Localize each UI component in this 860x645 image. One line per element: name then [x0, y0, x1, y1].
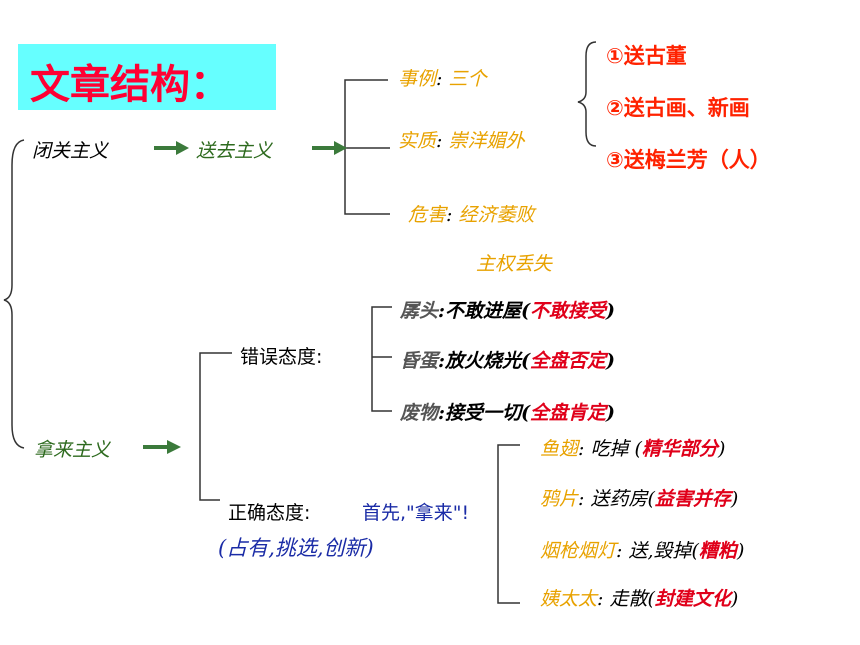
- wrong-item-2: 昏蛋:放火烧光(全盘否定): [400, 346, 615, 373]
- right-key: 烟枪烟灯: [540, 540, 617, 562]
- close-paren: ): [736, 540, 745, 562]
- right-meaning: 精华部分: [641, 438, 718, 460]
- wrong-item-1: 孱头:不敢进屋(不敢接受): [400, 296, 615, 323]
- wrong-who: 昏蛋: [400, 350, 439, 372]
- colon: :: [597, 588, 604, 610]
- branch-harm: 危害: 经济萎败: [408, 200, 534, 227]
- wrong-action: 放火烧光(: [445, 350, 531, 372]
- colon: :: [438, 402, 446, 424]
- colon: :: [438, 300, 446, 322]
- examples-key: 事例: [398, 68, 437, 90]
- right-meaning: 益害并存: [654, 488, 731, 510]
- right-item-2: 鸦片: 送药房(益害并存): [540, 484, 738, 511]
- right-meaning: 糟粕: [698, 540, 737, 562]
- right-action: 走散(: [609, 588, 655, 610]
- right-bracket: [497, 444, 520, 604]
- right-key: 姨太太: [540, 588, 598, 610]
- close-paren: ): [606, 300, 616, 322]
- harm-key: 危害: [408, 204, 447, 226]
- right-attitude-methods: (占有,挑选,创新): [218, 536, 374, 560]
- right-item-1: 鱼翅: 吃掉 (精华部分): [540, 434, 725, 461]
- wrong-verdict: 不敢接受: [530, 300, 607, 322]
- page-title: 文章结构：: [30, 62, 230, 108]
- title-box: [18, 44, 276, 110]
- harm-value-1: 经济萎败: [458, 204, 535, 226]
- colon: :: [438, 350, 446, 372]
- songqu-list-item-1: ①送古董: [606, 44, 687, 68]
- colon: :: [436, 68, 443, 90]
- right-key: 鱼翅: [540, 438, 579, 460]
- colon: :: [578, 488, 585, 510]
- colon: :: [578, 438, 585, 460]
- right-action: 吃掉 (: [590, 438, 642, 460]
- node-songqu: 送去主义: [196, 140, 273, 162]
- essence-key: 实质: [398, 130, 437, 152]
- node-biguan: 闭关主义: [32, 140, 109, 162]
- close-paren: ): [606, 350, 616, 372]
- wrong-bracket: [371, 306, 392, 412]
- close-paren: ): [730, 588, 739, 610]
- wrong-verdict: 全盘肯定: [530, 402, 607, 424]
- close-paren: ): [730, 488, 739, 510]
- wrong-attitude-label: 错误态度:: [240, 346, 323, 368]
- arrow-2: [312, 141, 347, 155]
- right-attitude-first: 首先,"拿来"!: [362, 502, 470, 524]
- examples-value: 三个: [448, 68, 487, 90]
- wrong-action: 不敢进屋(: [445, 300, 531, 322]
- branch-examples: 事例: 三个: [398, 64, 486, 91]
- nalai-bracket: [199, 352, 232, 501]
- right-action: 送,毁掉(: [628, 540, 699, 562]
- main-brace: [3, 139, 25, 449]
- harm-value-2: 主权丢失: [476, 253, 553, 275]
- wrong-verdict: 全盘否定: [530, 350, 607, 372]
- songqu-bracket: [344, 79, 390, 215]
- arrow-3: [143, 440, 181, 454]
- songqu-list-item-2: ②送古画、新画: [606, 96, 750, 120]
- essence-value: 崇洋媚外: [448, 130, 525, 152]
- close-paren: ): [717, 438, 726, 460]
- colon: :: [446, 204, 453, 226]
- wrong-who: 废物: [400, 402, 439, 424]
- songqu-list-item-3: ③送梅兰芳（人）: [606, 148, 771, 172]
- right-attitude-label: 正确态度:: [228, 502, 311, 524]
- right-item-4: 姨太太: 走散(封建文化): [540, 584, 738, 611]
- right-item-3: 烟枪烟灯: 送,毁掉(糟粕): [540, 536, 744, 563]
- songqu-list-brace: [577, 41, 597, 147]
- arrow-1: [154, 141, 189, 155]
- node-nalai: 拿来主义: [34, 439, 111, 461]
- branch-essence: 实质: 崇洋媚外: [398, 126, 524, 153]
- colon: :: [616, 540, 623, 562]
- right-action: 送药房(: [590, 488, 655, 510]
- colon: :: [436, 130, 443, 152]
- wrong-who: 孱头: [400, 300, 439, 322]
- right-meaning: 封建文化: [654, 588, 731, 610]
- right-key: 鸦片: [540, 488, 579, 510]
- wrong-action: 接受一切(: [445, 402, 531, 424]
- wrong-item-3: 废物:接受一切(全盘肯定): [400, 398, 615, 425]
- close-paren: ): [606, 402, 616, 424]
